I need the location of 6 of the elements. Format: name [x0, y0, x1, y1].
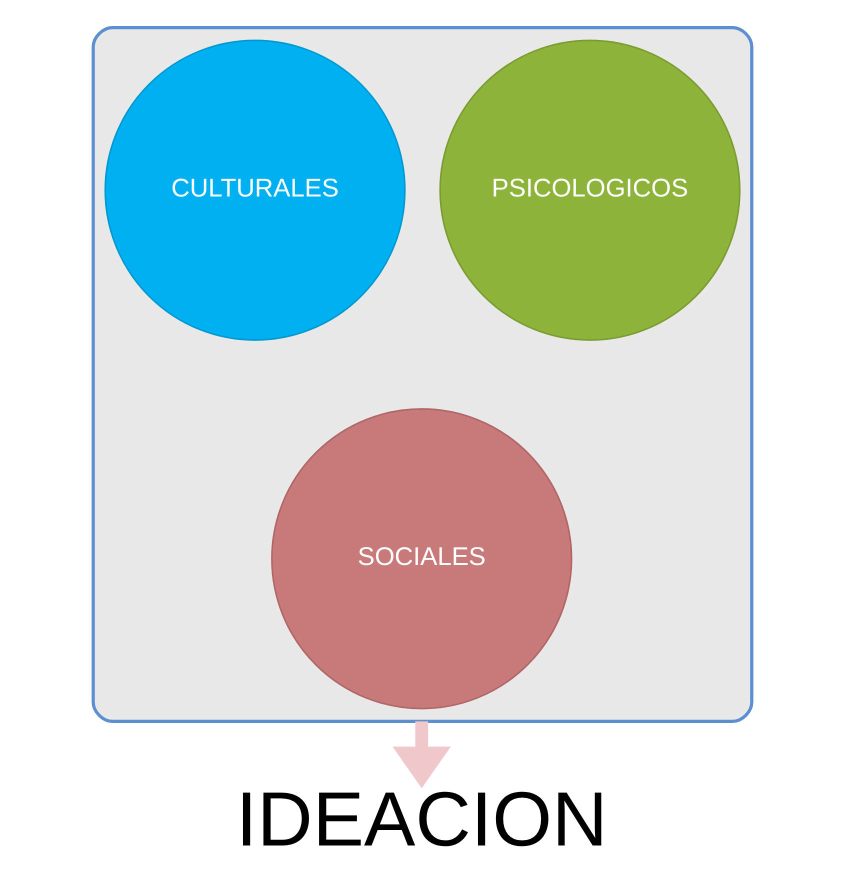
node-circle: SOCIALES [270, 408, 572, 710]
node-circle: CULTURALES [104, 40, 406, 341]
cluster [91, 26, 753, 723]
node-circle: PSICOLOGICOS [438, 40, 740, 341]
arrow [392, 721, 450, 788]
node-text: IDEACION [235, 776, 608, 862]
